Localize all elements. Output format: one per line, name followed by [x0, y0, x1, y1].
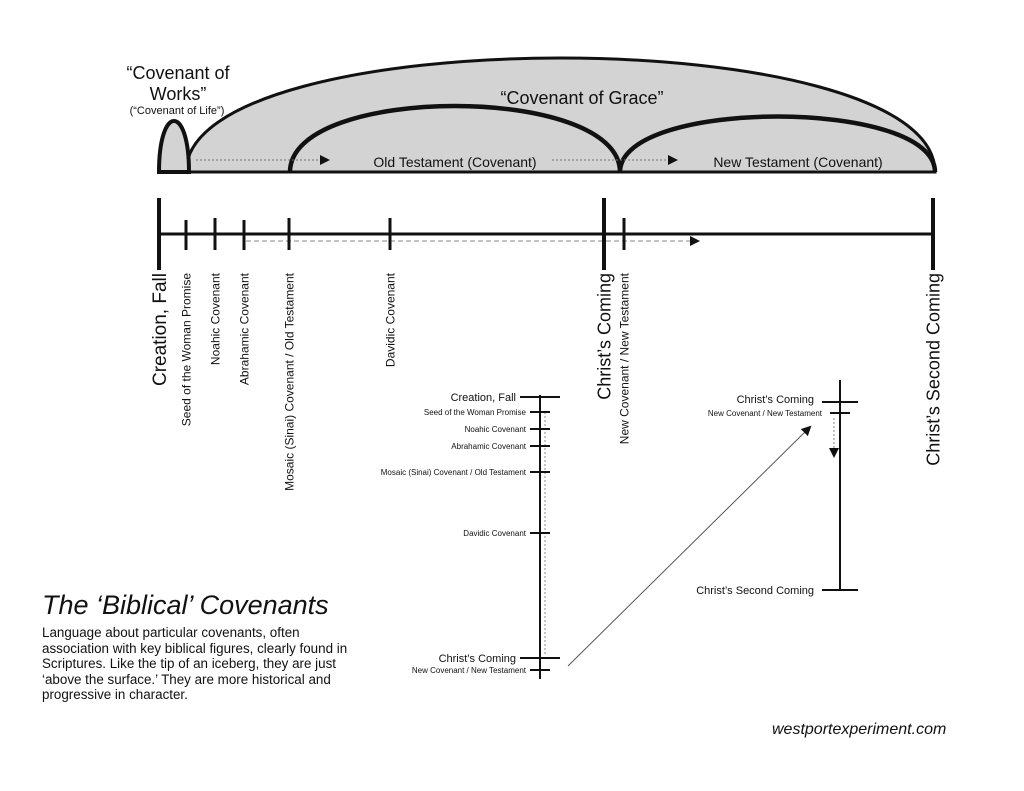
- website-credit: westportexperiment.com: [772, 721, 947, 738]
- covenant-of-life-subtitle: (“Covenant of Life”): [130, 105, 225, 117]
- covenant-of-works-title-line1: “Covenant of: [126, 63, 230, 83]
- main-label-davidic-covenant: Davidic Covenant: [383, 272, 397, 367]
- old-label-abrahamic-covenant: Abrahamic Covenant: [451, 442, 526, 451]
- main-label-creation-fall: Creation, Fall: [150, 273, 171, 386]
- new-label-christ-s-coming: Christ’s Coming: [737, 394, 814, 406]
- old-label-mosaic-sinai-covenant-old-testament: Mosaic (Sinai) Covenant / Old Testament: [381, 468, 527, 477]
- new-testament-label: New Testament (Covenant): [713, 154, 882, 170]
- main-label-new-covenant-new-testament: New Covenant / New Testament: [617, 272, 631, 444]
- connector-arrow: [567, 425, 812, 667]
- covenant-of-works-arch: [156, 119, 192, 174]
- new-testament-arch: [617, 114, 938, 173]
- old-label-christ-s-coming: Christ’s Coming: [439, 653, 516, 665]
- main-label-christ-s-coming: Christ’s Coming: [594, 273, 614, 400]
- old-label-noahic-covenant: Noahic Covenant: [465, 425, 527, 434]
- caption-title: The ‘Biblical’ Covenants: [42, 590, 329, 620]
- caption-body: Language about particular covenants, oft…: [42, 625, 348, 703]
- old-testament-arch: [287, 103, 623, 173]
- caption-block: The ‘Biblical’ Covenants Language about …: [42, 590, 362, 703]
- main-label-abrahamic-covenant: Abrahamic Covenant: [237, 272, 251, 385]
- main-label-mosaic-sinai-covenant-old-testament: Mosaic (Sinai) Covenant / Old Testament: [282, 272, 296, 491]
- old-label-creation-fall: Creation, Fall: [451, 392, 516, 404]
- old-label-new-covenant-new-testament: New Covenant / New Testament: [412, 666, 527, 675]
- old-testament-label: Old Testament (Covenant): [373, 154, 536, 170]
- main-label-noahic-covenant: Noahic Covenant: [208, 272, 222, 365]
- new-label-christ-s-second-coming: Christ’s Second Coming: [696, 585, 814, 597]
- new-label-new-covenant-new-testament: New Covenant / New Testament: [708, 409, 823, 418]
- covenant-of-grace-arch: [184, 56, 937, 174]
- old-label-davidic-covenant: Davidic Covenant: [463, 529, 526, 538]
- covenant-of-works-title-line2: Works”: [150, 84, 207, 104]
- covenant-of-grace-label: “Covenant of Grace”: [500, 88, 663, 108]
- main-label-christ-s-second-coming: Christ’s Second Coming: [923, 273, 943, 466]
- main-label-seed-of-the-woman-promise: Seed of the Woman Promise: [179, 273, 193, 427]
- old-label-seed-of-the-woman-promise: Seed of the Woman Promise: [424, 408, 527, 417]
